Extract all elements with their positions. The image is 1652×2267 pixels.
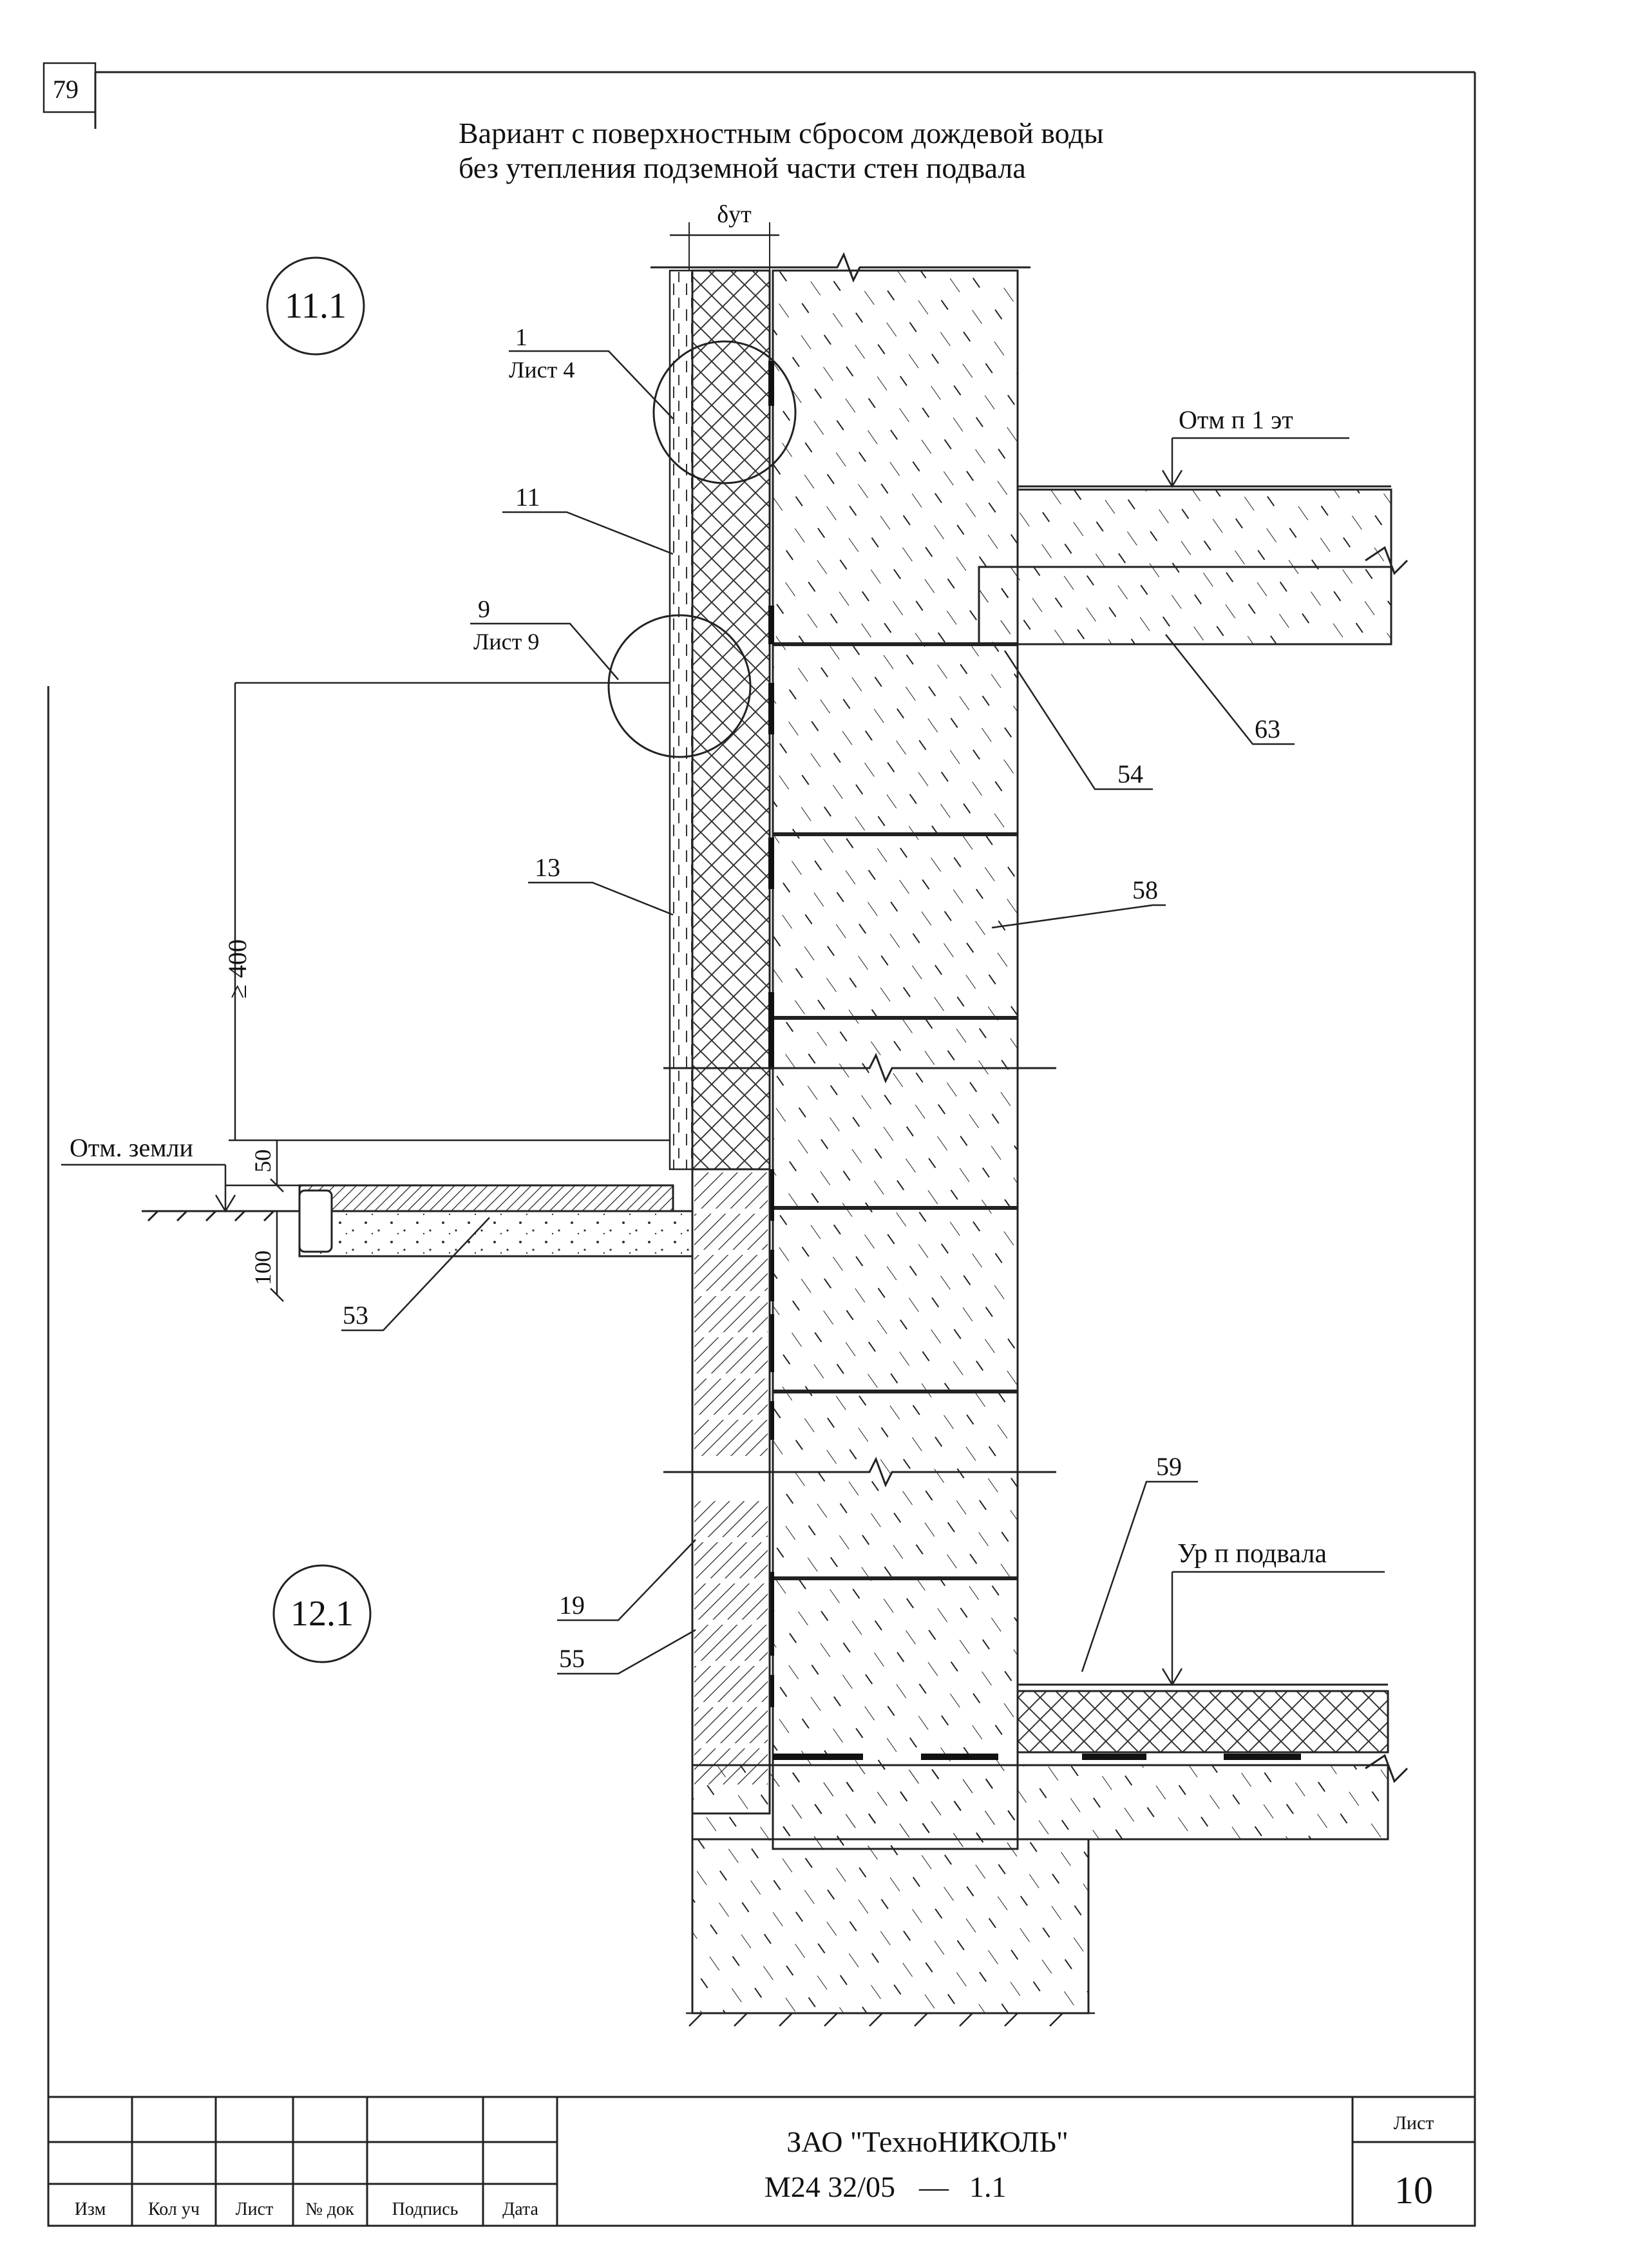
basement-floor-insulation xyxy=(1016,1690,1389,1754)
level-ground-text: Отм. земли xyxy=(70,1133,193,1162)
zone-label-upper: 11.1 xyxy=(285,286,347,326)
pos-55: 55 xyxy=(559,1644,585,1673)
basement-membrane xyxy=(773,1754,1301,1760)
tb-organization: ЗАО "ТехноНИКОЛЬ" xyxy=(786,2125,1068,2158)
level-first-floor xyxy=(1161,437,1349,488)
ground-line xyxy=(142,1210,692,1258)
pos-13: 13 xyxy=(535,853,560,882)
leaders xyxy=(341,350,1295,1675)
pos-19: 19 xyxy=(559,1591,585,1620)
facade-plaster xyxy=(669,269,694,1171)
pos-59: 59 xyxy=(1156,1452,1182,1481)
tb-sheet-label: Лист xyxy=(1394,2112,1434,2134)
pos-58: 58 xyxy=(1132,875,1158,904)
zone-circle-lower xyxy=(272,1564,372,1663)
ground-hatch-footing xyxy=(686,2012,1095,2027)
foundation-slab xyxy=(691,1764,1389,1841)
membrane-strip xyxy=(768,361,774,1707)
tb-sheet-number: 10 xyxy=(1394,2169,1433,2212)
pos-53: 53 xyxy=(343,1301,368,1330)
title-line-1: Вариант с поверхностным сбросом дождевой… xyxy=(459,117,1104,149)
block-joints xyxy=(773,642,1018,1580)
tb-dash: — xyxy=(918,2170,949,2203)
floor-screed xyxy=(1016,488,1392,568)
break-lines xyxy=(650,252,1409,1783)
foundation-footing xyxy=(691,1838,1090,2014)
level-ground xyxy=(61,1163,236,1213)
blind-area-curb xyxy=(298,1189,333,1253)
floor-slab-63 xyxy=(978,566,1392,646)
pos-11: 11 xyxy=(515,483,540,512)
title-block xyxy=(47,2096,1476,2227)
insulation-layer xyxy=(691,269,771,1171)
tb-document: М24 32/05 xyxy=(764,2170,895,2203)
callout-1-sheet: Лист 4 xyxy=(509,357,574,383)
detail-circle-1 xyxy=(652,340,797,484)
callout-1-num: 1 xyxy=(515,324,527,351)
tb-col-date: Дата xyxy=(502,2199,538,2219)
dim-vertical xyxy=(225,682,670,1302)
tb-col-doc: № док xyxy=(305,2199,354,2219)
level-first-floor-text: Отм п 1 эт xyxy=(1179,405,1293,434)
dim-insulation-text: δут xyxy=(717,201,752,228)
dim-50: 50 xyxy=(250,1149,276,1172)
dim-100: 100 xyxy=(250,1250,276,1285)
pos-63: 63 xyxy=(1255,714,1280,743)
page-number-box xyxy=(43,62,97,113)
detail-circle-9 xyxy=(607,614,752,758)
callout-9-num: 9 xyxy=(478,596,490,623)
title-line-2: без утепления подземной части стен подва… xyxy=(459,151,1026,184)
tb-col-list: Лист xyxy=(236,2199,274,2219)
dim-min-400: ≥ 400 xyxy=(223,939,252,999)
blind-area-sand xyxy=(298,1210,694,1258)
page-number: 79 xyxy=(53,75,79,104)
blind-area-hatch xyxy=(298,1184,674,1212)
tb-col-kol: Кол уч xyxy=(148,2199,200,2219)
callout-9-sheet: Лист 9 xyxy=(473,629,539,655)
level-basement xyxy=(1161,1571,1385,1687)
zone-label-lower: 12.1 xyxy=(290,1594,354,1634)
tb-col-izm: Изм xyxy=(75,2199,106,2219)
pos-54: 54 xyxy=(1117,760,1143,789)
tb-revision: 1.1 xyxy=(969,2170,1007,2203)
zone-circle-upper xyxy=(266,256,365,356)
level-basement-text: Ур п подвала xyxy=(1177,1539,1327,1569)
tb-col-sign: Подпись xyxy=(392,2199,459,2219)
block-wall xyxy=(772,269,1019,1850)
